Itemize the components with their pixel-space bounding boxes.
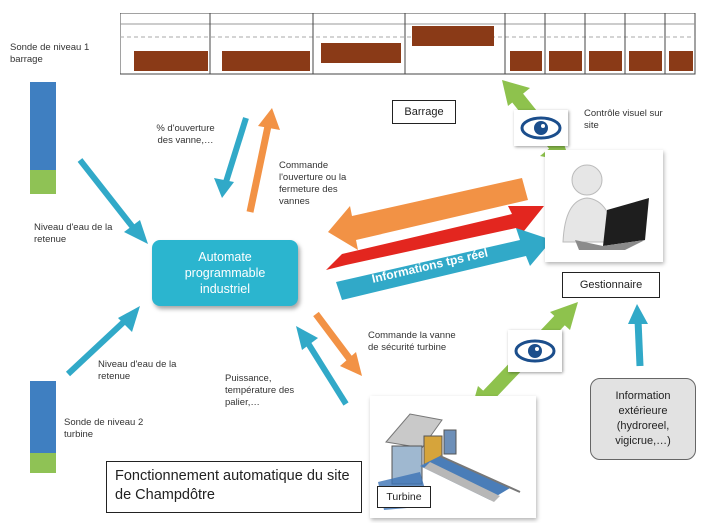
arrow-automate-to-dam (246, 108, 280, 213)
fonctionnement-label: Fonctionnement automatique du site de Ch… (115, 468, 350, 503)
barrage-box: Barrage (392, 100, 456, 124)
eye-icon (508, 330, 562, 372)
turbine-box: Turbine (377, 486, 431, 508)
dam-gates (119, 12, 696, 75)
arrow-sonde1-to-automate (77, 158, 148, 244)
automate-label: Automate programmable industriel (184, 250, 266, 296)
ouverture-vannes-label: % d'ouverture des vanne,… (156, 123, 215, 146)
commande-ouverture-label: Commande l'ouverture ou la fermeture des… (279, 160, 347, 207)
niveau-eau-label-2: Niveau d'eau de la retenue (98, 359, 177, 382)
arrow-informations (336, 228, 552, 300)
person-laptop-icon (545, 150, 663, 262)
arrow-dam-to-automate (214, 117, 249, 198)
sonde-1-label: Sonde de niveau 1 barrage (10, 42, 90, 65)
info-exterieure-box: Information extérieure (hydroreel, vigic… (590, 378, 696, 460)
gestionnaire-box: Gestionnaire (562, 272, 660, 298)
eye-icon (514, 110, 568, 146)
turbine-label: Turbine (386, 491, 422, 503)
arrow-automate-to-turbine (313, 311, 362, 376)
arrow-info-to-gestionnaire (628, 304, 648, 367)
sonde-2-label: Sonde de niveau 2 turbine (64, 417, 144, 440)
gestionnaire-label: Gestionnaire (579, 279, 643, 291)
dam-diagram (119, 12, 700, 75)
controle-visuel-label: Contrôle visuel sur site (584, 108, 663, 131)
arrow-sonde2-to-automate (65, 306, 140, 377)
sonde-1-gauge (30, 82, 56, 194)
arrow-turbine-to-automate (296, 326, 349, 406)
fonctionnement-title: Fonctionnement automatique du site de Ch… (106, 461, 362, 513)
arrow-commandes-manuelles (328, 178, 528, 250)
puissance-label: Puissance, température des palier,… (225, 373, 295, 408)
sonde-2-gauge (30, 381, 56, 473)
barrage-label: Barrage (404, 106, 444, 118)
arrow-alertes (326, 206, 544, 270)
commande-securite-label: Commande la vanne de sécurité turbine (368, 330, 456, 353)
niveau-eau-label-1: Niveau d'eau de la retenue (34, 222, 113, 245)
automate-box: Automate programmable industriel (152, 240, 298, 306)
info-exterieure-label: Information extérieure (hydroreel, vigic… (615, 390, 671, 447)
